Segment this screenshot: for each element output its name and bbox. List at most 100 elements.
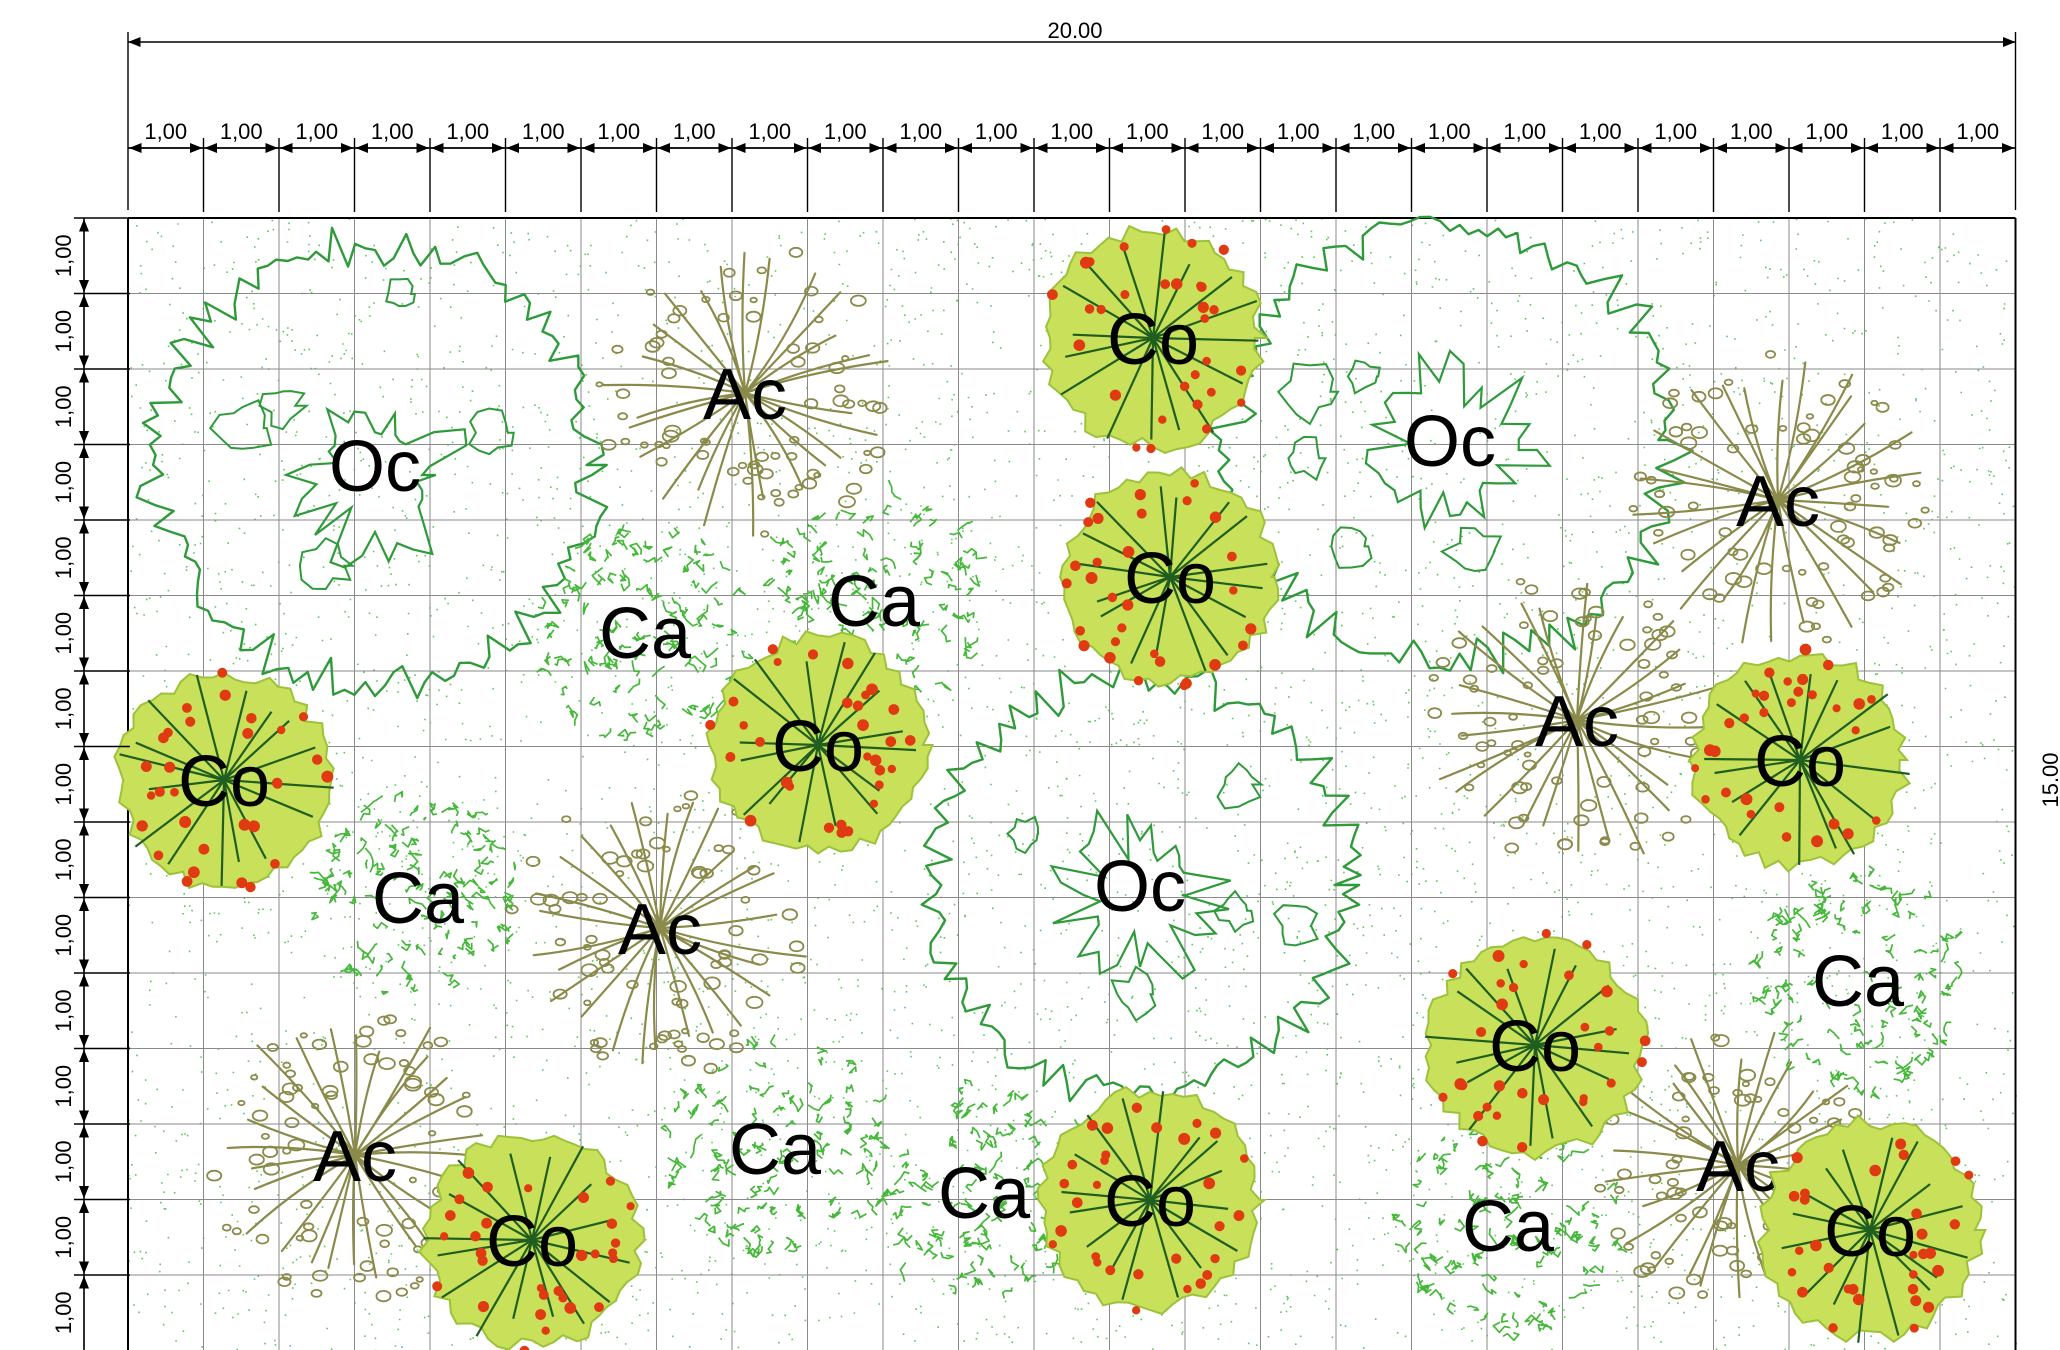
- oak-canopy-outline: [1207, 215, 1694, 675]
- column-dimension-label: 1,00: [1050, 119, 1093, 144]
- acer-leaves: [206, 1014, 473, 1303]
- row-dimension-label: 1,00: [51, 612, 76, 655]
- column-dimension-label: 1,00: [748, 119, 791, 144]
- plant-ca: Ca: [660, 1034, 891, 1259]
- column-dimension-label: 1,00: [1277, 119, 1320, 144]
- row-dimension-label: 1,00: [51, 385, 76, 428]
- plant-label-ca: Ca: [828, 562, 921, 642]
- plant-label-ca: Ca: [729, 1110, 822, 1190]
- plant-ca: Ca: [536, 524, 754, 742]
- fruit-dots: [1691, 643, 1881, 848]
- fruit-tree-branches: [733, 641, 917, 843]
- plant-co: Co: [113, 667, 335, 893]
- plant-label-co: Co: [772, 707, 864, 787]
- column-dimension-label: 1,00: [1654, 119, 1697, 144]
- column-dimension-label: 1,00: [1428, 119, 1471, 144]
- fruit-dots: [1048, 1102, 1249, 1315]
- plant-label-oc: Oc: [1094, 847, 1186, 927]
- column-dimension-label: 1,00: [1352, 119, 1395, 144]
- column-dimension-label: 1,00: [1956, 119, 1999, 144]
- plant-ca: Ca: [1748, 865, 1963, 1100]
- plant-label-ca: Ca: [599, 594, 692, 674]
- plant-co: Co: [1424, 928, 1651, 1162]
- oak-leaf-outline: [1216, 761, 1265, 810]
- oak-leaf-outline: [298, 536, 356, 591]
- shrub-foliage: [309, 790, 517, 996]
- oak-leaf-outline: [1287, 435, 1328, 482]
- column-dimension-label: 1,00: [1503, 119, 1546, 144]
- plant-label-co: Co: [1489, 1007, 1581, 1087]
- plant-oc: Oc: [135, 226, 609, 700]
- column-dimension-label: 1,00: [597, 119, 640, 144]
- row-dimension-label: 1,00: [51, 461, 76, 504]
- fruit-tree-branches: [1781, 1137, 1968, 1343]
- plant-label-co: Co: [1124, 539, 1216, 619]
- plant-co: Co: [1036, 1085, 1268, 1316]
- oak-leaf-outline: [384, 277, 417, 308]
- ground-texture: [128, 218, 2018, 1350]
- plant-label-ac: Ac: [313, 1117, 397, 1197]
- shrub-foliage: [536, 524, 754, 742]
- plant-ca: Ca: [762, 479, 988, 710]
- plant-oc: Oc: [1207, 215, 1694, 675]
- fruit-tree-branches: [1079, 486, 1268, 672]
- column-dimension-label: 1,00: [144, 119, 187, 144]
- plant-co: Co: [1756, 1114, 1987, 1344]
- plant-label-ca: Ca: [372, 859, 465, 939]
- column-dimension-label: 1,00: [1805, 119, 1848, 144]
- plant-label-ac: Ac: [618, 890, 702, 970]
- column-dimension-label: 1,00: [522, 119, 565, 144]
- plant-label-co: Co: [178, 742, 270, 822]
- oak-leaf-outline: [1439, 526, 1503, 573]
- plant-co: Co: [705, 630, 935, 855]
- acer-branches: [602, 251, 889, 537]
- oak-canopy-outline: [920, 658, 1362, 1105]
- plant-ac: Ac: [1628, 350, 1930, 644]
- plant-ac: Ac: [505, 790, 807, 1075]
- column-dimension-label: 1,00: [975, 119, 1018, 144]
- column-dimension-label: 1,00: [295, 119, 338, 144]
- row-dimension-label: 1,00: [51, 989, 76, 1032]
- row-dimension-label: 1,00: [51, 763, 76, 806]
- shrub-foliage: [1391, 1101, 1628, 1342]
- column-dimension-label: 1,00: [899, 119, 942, 144]
- acer-leaves: [595, 246, 888, 538]
- column-dimension-label: 1,00: [220, 119, 263, 144]
- oak-leaf-outline: [1276, 362, 1340, 426]
- row-dimension-label: 1,00: [51, 914, 76, 957]
- plant-ca: Ca: [309, 790, 517, 996]
- column-dimension-label: 1,00: [446, 119, 489, 144]
- fruit-tree-branches: [1060, 228, 1259, 440]
- plant-ac: Ac: [595, 246, 889, 538]
- oak-leaf-outline: [1005, 815, 1040, 855]
- plant-label-ca: Ca: [1462, 1187, 1555, 1267]
- oak-leaf-outline: [467, 407, 515, 456]
- column-dimension-label: 1,00: [824, 119, 867, 144]
- column-dimension-label: 1,00: [1730, 119, 1773, 144]
- plant-oc: Oc: [920, 658, 1362, 1105]
- acer-leaves: [505, 790, 806, 1075]
- row-dimension-label: 1,00: [51, 310, 76, 353]
- fruit-dots: [432, 1167, 635, 1350]
- acer-leaves: [1427, 578, 1712, 854]
- plant-co: Co: [1041, 224, 1270, 454]
- column-dimension-label: 1,00: [1126, 119, 1169, 144]
- row-dimension-label: 1,00: [51, 838, 76, 881]
- oak-leaf-outline: [1212, 889, 1255, 934]
- fruit-dots: [1787, 1138, 1974, 1333]
- plant-ca: Ca: [866, 1078, 1096, 1299]
- oak-leaf-outline: [1110, 965, 1157, 1022]
- oak-trunk-outline: [1049, 807, 1231, 981]
- column-dimension-label: 1,00: [1579, 119, 1622, 144]
- row-dimension-label: 1,00: [51, 234, 76, 277]
- plant-label-ac: Ac: [1736, 462, 1820, 542]
- plant-co: Co: [1059, 465, 1280, 691]
- oak-trunk-outline: [1364, 349, 1553, 532]
- plant-ac: Ac: [206, 1014, 484, 1303]
- plant-label-ac: Ac: [703, 355, 787, 435]
- row-dimension-label: 1,00: [51, 1065, 76, 1108]
- oak-leaf-outline: [1272, 904, 1319, 947]
- ground-dots: [128, 218, 2018, 1350]
